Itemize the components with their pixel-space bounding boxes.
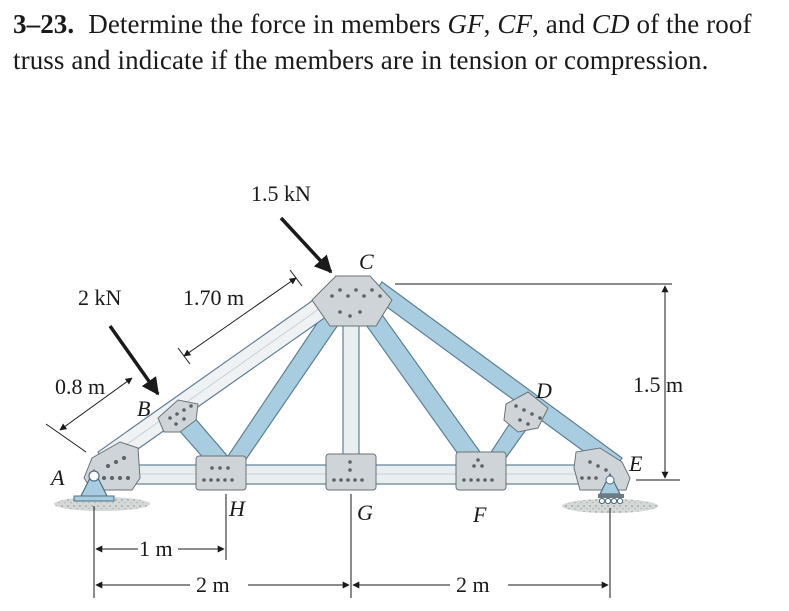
dimension-height-label: 1.5 m — [633, 372, 683, 397]
roller-support-e — [598, 472, 624, 505]
plate-f — [455, 451, 507, 491]
joint-g-label: G — [357, 500, 373, 525]
load-c-label: 1.5 kN — [251, 181, 311, 206]
joint-c-label: C — [359, 249, 374, 274]
pin-support-a — [73, 468, 115, 502]
joint-h-label: H — [228, 496, 246, 521]
dimension-slope-top — [177, 269, 303, 365]
problem-sep-1: , — [483, 9, 498, 39]
joint-f-label: F — [472, 502, 487, 527]
dimension-ag-label: 2 m — [196, 572, 230, 597]
problem-text-1: Determine the force in members — [88, 9, 448, 39]
plate-h — [195, 455, 247, 491]
dimension-ge — [352, 508, 611, 598]
member-cf-label: CF — [497, 9, 533, 39]
problem-text-2: of the roof truss and indicate if the me… — [13, 9, 752, 75]
dimension-ah — [93, 494, 227, 598]
member-abc-top-chord — [97, 283, 351, 471]
joint-d-label: D — [535, 378, 552, 403]
plate-e — [573, 447, 631, 491]
dimension-ge-label: 2 m — [456, 572, 490, 597]
plate-g — [325, 453, 377, 491]
dimension-slope-bottom-label: 0.8 m — [55, 374, 105, 399]
problem-sep-2: , and — [532, 9, 592, 39]
dimension-ag — [95, 494, 352, 598]
load-b-label: 2 kN — [78, 285, 122, 310]
load-arrow-c — [279, 216, 333, 274]
plate-c — [311, 275, 393, 327]
dimension-ah-label: 1 m — [139, 536, 173, 561]
problem-number: 3–23. — [13, 9, 75, 39]
problem-statement: 3–23. Determine the force in members GF , … — [13, 6, 773, 78]
member-cg — [342, 317, 360, 469]
member-cd-label: CD — [591, 9, 630, 39]
plate-b — [157, 399, 199, 433]
ground-right — [562, 499, 658, 513]
joint-b-label: B — [137, 396, 150, 421]
member-gf-label: GF — [447, 9, 484, 39]
joint-e-label: E — [628, 451, 643, 476]
dimension-slope-bottom — [45, 377, 133, 453]
dimension-slope-top-label: 1.70 m — [183, 285, 244, 310]
load-arrow-b — [108, 324, 160, 396]
plate-d — [503, 391, 549, 433]
dimension-height — [395, 283, 680, 481]
joint-a-label: A — [49, 465, 65, 490]
